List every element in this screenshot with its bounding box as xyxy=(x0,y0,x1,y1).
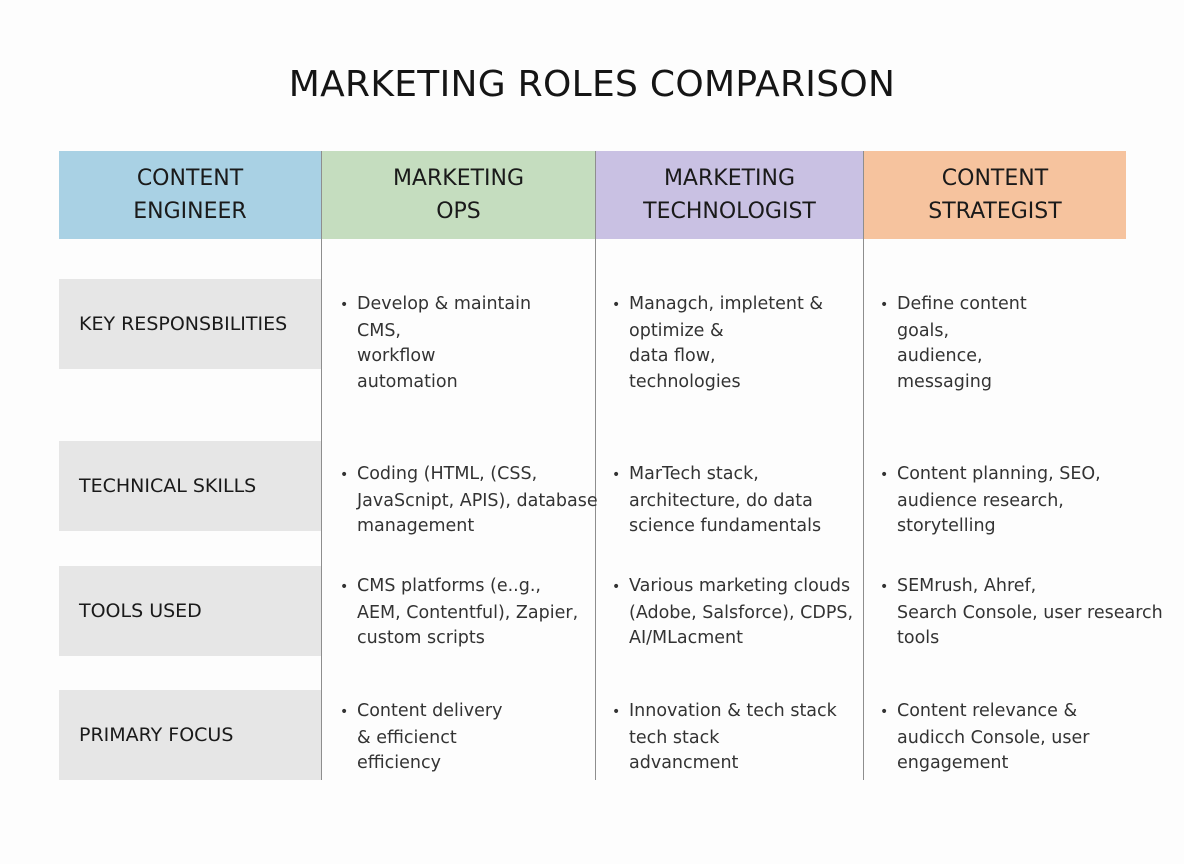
column-header-marketing-ops: MARKETING OPS xyxy=(322,151,595,239)
table-cell: Define content goals, audience, messagin… xyxy=(880,292,1170,395)
table-cell: Content delivery & efficienct efficiency xyxy=(340,699,595,777)
column-divider xyxy=(321,151,322,780)
table-cell: Managch, impletent & optimize & data flo… xyxy=(612,292,863,395)
row-label-tools-used: TOOLS USED xyxy=(59,566,321,656)
table-cell: Develop & maintain CMS, workflow automat… xyxy=(340,292,595,395)
column-header-content-engineer: CONTENT ENGINEER xyxy=(59,151,321,239)
table-cell: MarTech stack, architecture, do data sci… xyxy=(612,462,863,540)
table-cell: Content relevance & audicch Console, use… xyxy=(880,699,1170,777)
table-cell: SEMrush, Ahref, Search Console, user res… xyxy=(880,574,1170,652)
table-cell: Content planning, SEO, audience research… xyxy=(880,462,1170,540)
page-title: MARKETING ROLES COMPARISON xyxy=(288,64,896,105)
table-cell: Coding (HTML, (CSS, JavaScnipt, APIS), d… xyxy=(340,462,602,540)
column-header-marketing-technologist: MARKETING TECHNOLOGIST xyxy=(596,151,863,239)
row-label-key-responsibilities: KEY RESPONSBILITIES xyxy=(59,279,321,369)
column-divider xyxy=(863,151,864,780)
table-cell: Innovation & tech stack tech stack advan… xyxy=(612,699,863,777)
column-header-content-strategist: CONTENT STRATEGIST xyxy=(864,151,1126,239)
table-cell: CMS platforms (e..g., AEM, Contentful), … xyxy=(340,574,595,652)
row-label-primary-focus: PRIMARY FOCUS xyxy=(59,690,321,780)
table-cell: Various marketing clouds (Adobe, Salsfor… xyxy=(612,574,863,652)
row-label-technical-skills: TECHNICAL SKILLS xyxy=(59,441,321,531)
